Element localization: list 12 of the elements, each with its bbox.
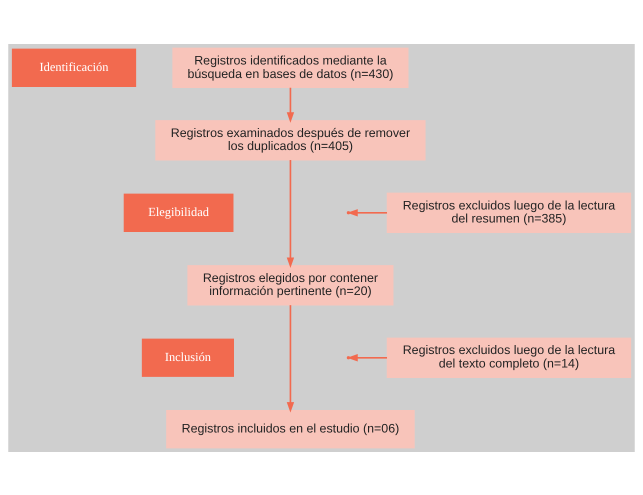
node-box: Registros excluidos luego de la lectura del resumen (n=385) — [386, 192, 632, 232]
arrow — [286, 87, 294, 122]
node-box: Registros incluidos en el estudio (n=06) — [166, 410, 415, 448]
node-box: Identificación — [12, 48, 136, 86]
node-box: Registros elegidos por contener información pertinente (n=20) — [187, 264, 394, 305]
node-box: Inclusión — [142, 338, 234, 376]
node-box: Elegibilidad — [124, 193, 234, 232]
node-box: Registros examinados después de remover los duplicados (n=405) — [155, 120, 426, 160]
node-box: Registros excluidos luego de la lectura del texto completo (n=14) — [386, 337, 632, 378]
arrow — [286, 304, 294, 412]
arrow — [286, 160, 294, 268]
node-box: Registros identificados mediante la búsqueda en bases de datos (n=430) — [172, 47, 408, 88]
